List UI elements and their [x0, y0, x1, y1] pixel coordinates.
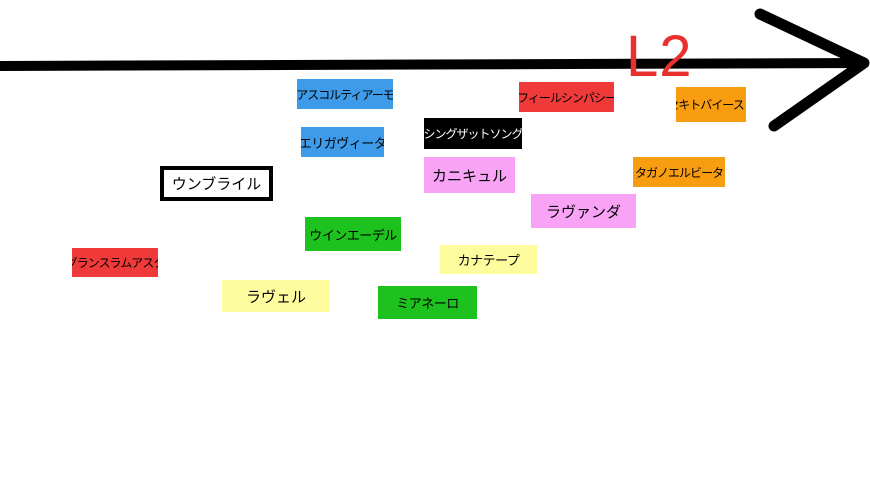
- label-canicule: カニキュル: [424, 157, 515, 193]
- label-eliga-vita: エリガヴィータ: [301, 127, 384, 157]
- label-sing-that-song: シングザットソング: [424, 118, 522, 149]
- label-tagano-elvita: タガノエルビータ: [633, 157, 725, 187]
- label-ravel: ラヴェル: [222, 280, 330, 312]
- label-lavanda: ラヴァンダ: [531, 194, 636, 228]
- label-win-edel: ウインエーデル: [305, 217, 401, 251]
- label-sekito-buy-east: セキトバイースト: [676, 87, 746, 122]
- label-kana-tape: カナテープ: [440, 245, 537, 274]
- axis-shaft: [0, 58, 869, 71]
- axis-label: L2: [626, 24, 693, 89]
- label-feel-sympathy: フィールシンパシー: [519, 82, 614, 112]
- label-unbridled: ウンブライル: [160, 166, 273, 201]
- axis-arrowhead: [754, 8, 870, 132]
- label-grand-slam-ask: グランスラムアスク: [72, 248, 158, 277]
- label-ascolti-amo: アスコルティアーモ: [297, 79, 393, 109]
- label-mia-nero: ミアネーロ: [378, 286, 477, 319]
